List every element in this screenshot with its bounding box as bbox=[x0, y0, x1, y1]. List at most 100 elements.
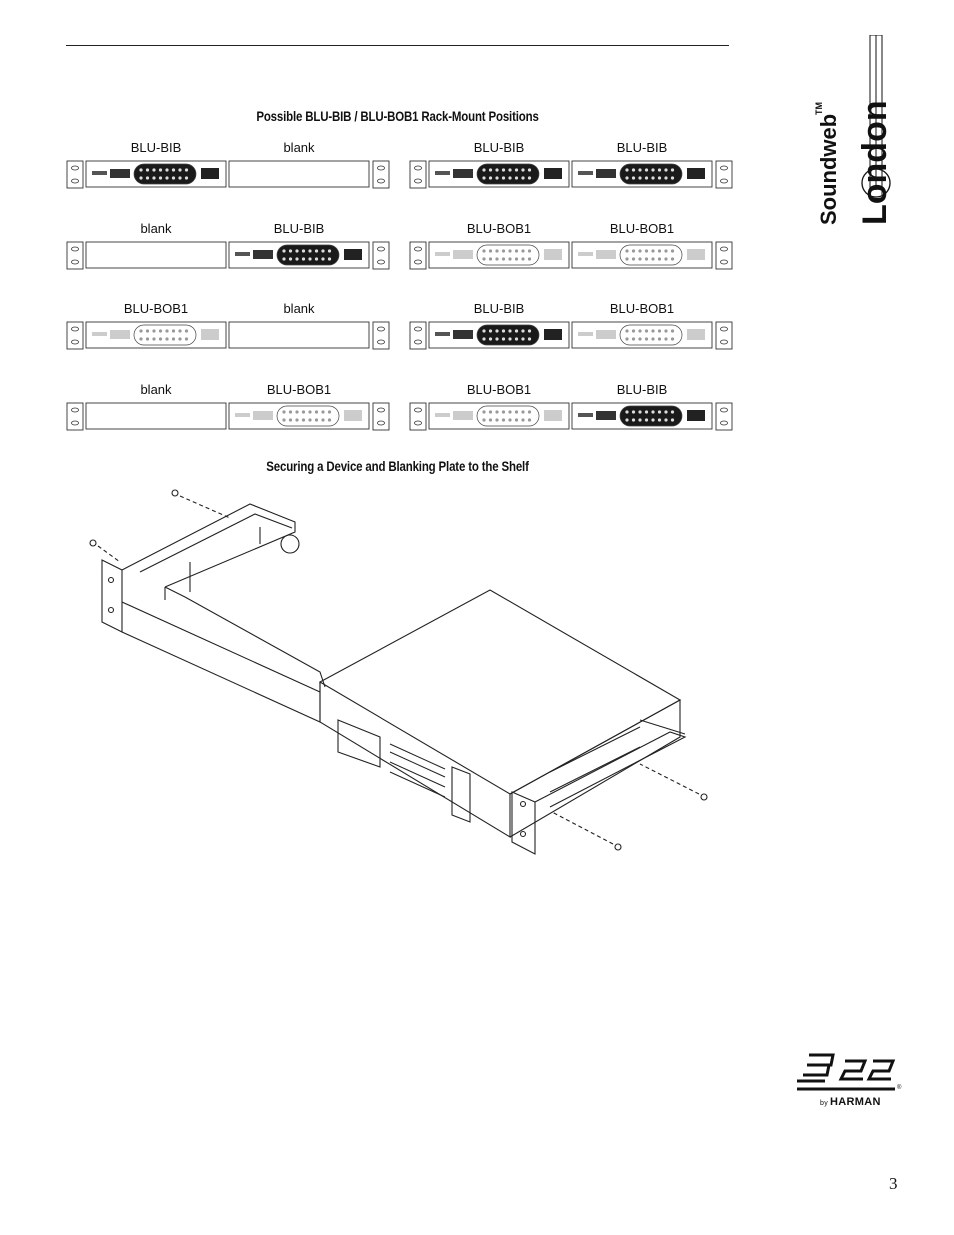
screw-icon bbox=[639, 763, 708, 801]
rack-unit: BLU-BIB blank bbox=[66, 140, 390, 190]
rack-left-label: blank bbox=[140, 382, 172, 397]
blu-bib-unit bbox=[428, 160, 570, 188]
mounting-hole bbox=[71, 407, 79, 413]
screw-icon bbox=[551, 811, 622, 851]
rack-right-label: BLU-BOB1 bbox=[266, 382, 332, 397]
mounting-hole bbox=[71, 246, 79, 252]
page-number: 3 bbox=[889, 1174, 898, 1193]
mounting-hole bbox=[71, 326, 79, 332]
rack-ear bbox=[66, 160, 84, 189]
rack-shelf-drawing bbox=[409, 321, 733, 350]
mounting-hole bbox=[377, 165, 385, 171]
blu-bob1-unit bbox=[228, 402, 370, 430]
rack-left-label: BLU-BOB1 bbox=[466, 221, 532, 236]
mounting-hole bbox=[377, 407, 385, 413]
mounting-hole bbox=[71, 259, 79, 265]
rack-left-label: BLU-BIB bbox=[130, 140, 182, 155]
mounting-hole bbox=[414, 326, 422, 332]
by-label: by bbox=[820, 1100, 828, 1107]
rack-shelf-drawing bbox=[66, 402, 390, 431]
rack-ear bbox=[66, 402, 84, 431]
london-wordmark: London bbox=[856, 100, 894, 225]
blu-bob1-unit bbox=[571, 321, 713, 349]
rack-right-label: BLU-BIB bbox=[616, 140, 668, 155]
mounting-hole bbox=[377, 178, 385, 184]
mounting-hole bbox=[71, 165, 79, 171]
soundweb-london-logo: Soundweb TM London bbox=[814, 35, 894, 225]
top-rule bbox=[66, 45, 729, 46]
mounting-hole bbox=[720, 246, 728, 252]
shelf-installation-diagram bbox=[89, 489, 708, 855]
svg-text:®: ® bbox=[897, 1084, 902, 1091]
rack-unit: blank BLU-BIB bbox=[66, 221, 390, 271]
rack-ear bbox=[66, 321, 84, 350]
mounting-hole bbox=[414, 178, 422, 184]
screw-icon bbox=[171, 489, 231, 519]
rack-unit: blank BLU-BOB1 bbox=[66, 382, 390, 432]
rack-unit: BLU-BIB BLU-BIB bbox=[409, 140, 733, 190]
blu-bob1-unit bbox=[85, 321, 227, 349]
rack-right-label: blank bbox=[283, 301, 315, 316]
rack-shelf-drawing bbox=[66, 160, 390, 189]
rack-ear bbox=[409, 160, 427, 189]
rack-unit: BLU-BOB1 blank bbox=[66, 301, 390, 351]
rack-right-label: blank bbox=[283, 140, 315, 155]
mounting-hole bbox=[720, 259, 728, 265]
blank-plate bbox=[85, 241, 227, 269]
mounting-hole bbox=[414, 420, 422, 426]
rack-ear bbox=[66, 241, 84, 270]
blu-bib-unit bbox=[85, 160, 227, 188]
blu-bib-unit bbox=[428, 321, 570, 349]
bss-logo: ® bbox=[797, 1053, 902, 1091]
mounting-hole bbox=[414, 339, 422, 345]
rack-right-label: BLU-BIB bbox=[616, 382, 668, 397]
rack-ear bbox=[372, 321, 390, 350]
rack-ear bbox=[372, 160, 390, 189]
mounting-hole bbox=[414, 246, 422, 252]
mounting-hole bbox=[377, 420, 385, 426]
blu-bib-unit bbox=[228, 241, 370, 269]
mounting-hole bbox=[377, 339, 385, 345]
mounting-hole bbox=[720, 178, 728, 184]
rack-shelf-drawing bbox=[66, 321, 390, 350]
mounting-hole bbox=[71, 339, 79, 345]
rack-ear bbox=[715, 160, 733, 189]
rack-ear bbox=[409, 402, 427, 431]
rack-ear bbox=[409, 321, 427, 350]
mounting-hole bbox=[414, 259, 422, 265]
harman-label: HARMAN bbox=[830, 1096, 881, 1108]
rack-shelf-drawing bbox=[66, 241, 390, 270]
blu-bib-unit bbox=[571, 160, 713, 188]
rack-ear bbox=[372, 241, 390, 270]
mounting-hole bbox=[377, 246, 385, 252]
blank-plate bbox=[228, 321, 370, 349]
rack-ear bbox=[715, 402, 733, 431]
trademark-mark: TM bbox=[814, 102, 824, 115]
rack-right-label: BLU-BIB bbox=[273, 221, 325, 236]
securing-heading: Securing a Device and Blanking Plate to … bbox=[266, 458, 529, 474]
mounting-hole bbox=[720, 326, 728, 332]
rack-ear bbox=[372, 402, 390, 431]
rack-left-label: blank bbox=[140, 221, 172, 236]
mounting-hole bbox=[71, 420, 79, 426]
rack-left-label: BLU-BIB bbox=[473, 140, 525, 155]
rack-ear bbox=[715, 321, 733, 350]
blu-bob1-unit bbox=[571, 241, 713, 269]
mounting-hole bbox=[720, 339, 728, 345]
mounting-hole bbox=[720, 165, 728, 171]
mounting-hole bbox=[377, 326, 385, 332]
rack-left-label: BLU-BIB bbox=[473, 301, 525, 316]
blank-plate bbox=[228, 160, 370, 188]
rack-shelf-drawing bbox=[409, 402, 733, 431]
screw-icon bbox=[89, 539, 121, 563]
mounting-hole bbox=[414, 407, 422, 413]
rack-left-label: BLU-BOB1 bbox=[123, 301, 189, 316]
blu-bob1-unit bbox=[428, 241, 570, 269]
soundweb-wordmark: Soundweb bbox=[816, 114, 841, 225]
mounting-hole bbox=[71, 178, 79, 184]
mounting-hole bbox=[414, 165, 422, 171]
rack-shelf-drawing bbox=[409, 160, 733, 189]
